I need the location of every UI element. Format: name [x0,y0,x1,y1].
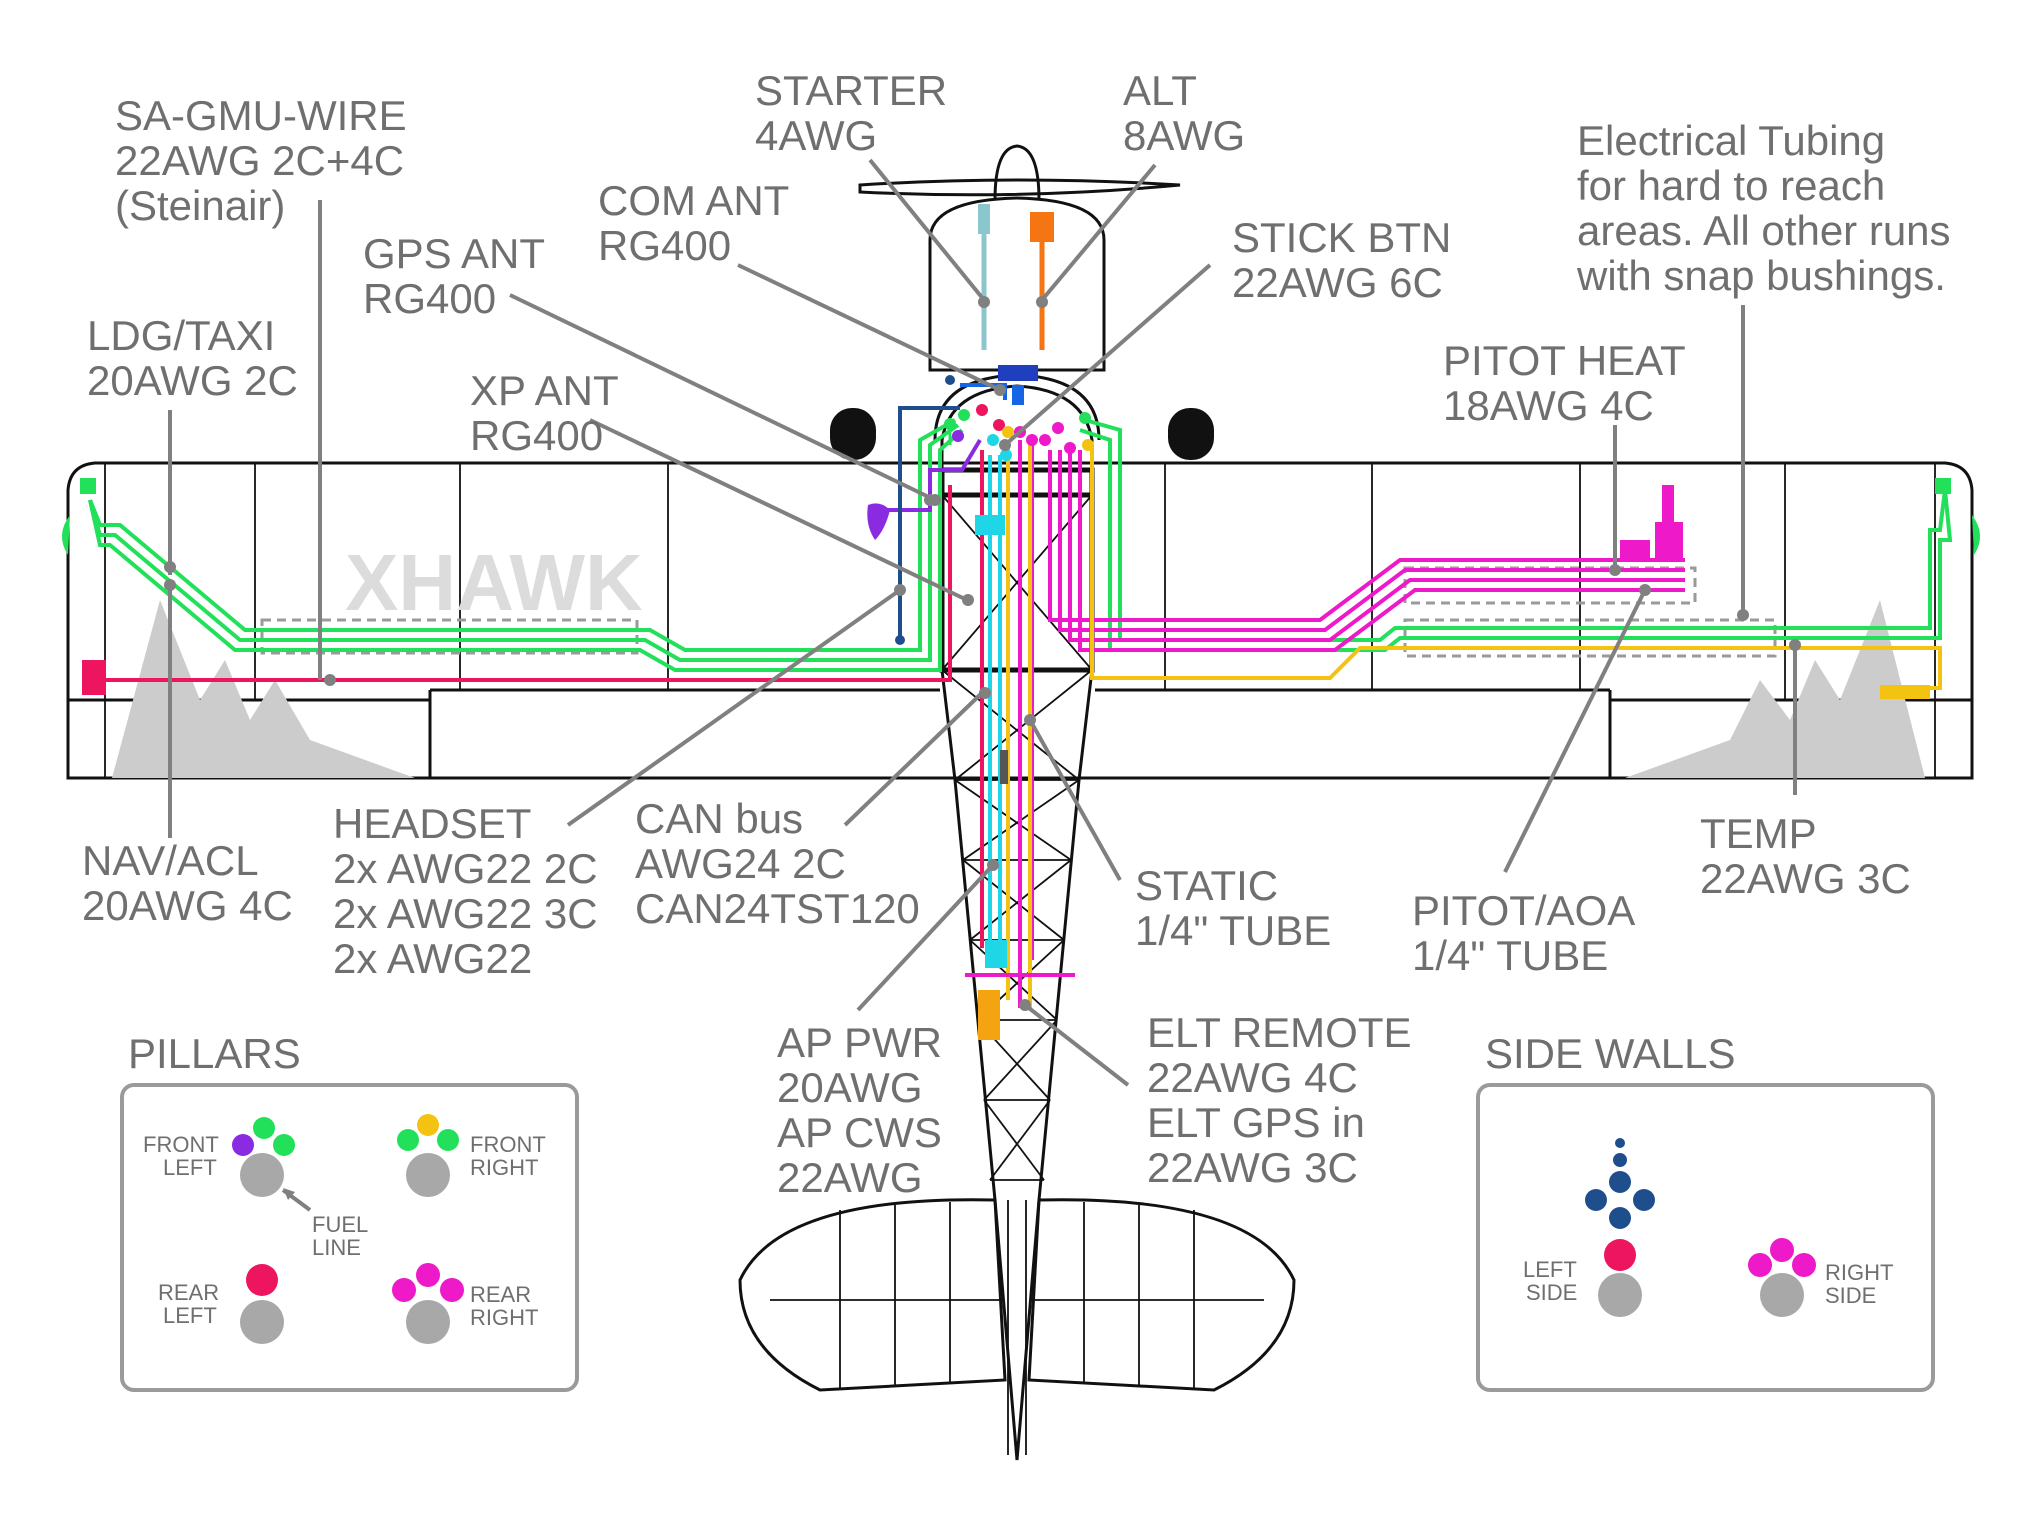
ldg-light [82,660,106,695]
front-right-2: RIGHT [470,1155,538,1180]
elt-label-2: 22AWG 4C [1147,1054,1358,1101]
ldg-taxi-label-2: 20AWG 2C [87,357,298,404]
right-side-2: SIDE [1825,1283,1876,1308]
tubing-label-4: with snap bushings. [1576,252,1946,299]
starter-box [978,204,990,234]
spinner [993,144,1041,201]
stabilizer-left [738,1198,1007,1392]
engine-cowling [928,196,1106,372]
ldg-taxi-label-1: LDG/TAXI [87,312,275,359]
leader-lines [168,158,1797,1212]
components [61,204,1981,1040]
nav-acl-label-2: 20AWG 4C [82,882,293,929]
left-side-1: LEFT [1523,1257,1577,1282]
fuel-line-icon [867,503,890,540]
gps-ant-label-2: RG400 [363,275,496,322]
rear-left-2: LEFT [163,1303,217,1328]
nav-light-left [80,478,96,494]
rear-left-1: REAR [158,1280,219,1305]
gps-ant-label-1: GPS ANT [363,230,545,277]
rear-right-1: REAR [470,1282,531,1307]
com-ant-label-2: RG400 [598,222,731,269]
elt-box [985,940,1007,968]
xp-ant-label-1: XP ANT [470,367,619,414]
temp-label-1: TEMP [1700,810,1817,857]
pitot-heat-label-1: PITOT HEAT [1443,337,1686,384]
can-bus-label-3: CAN24TST120 [635,885,920,932]
aircraft-outline [66,144,1974,1461]
pillars-title: PILLARS [128,1030,301,1077]
com-ant-label-1: COM ANT [598,177,789,224]
firewall-block [998,365,1038,381]
xhawk-watermark: XHAWK [345,538,643,627]
pitot-heat-label-2: 18AWG 4C [1443,382,1654,429]
can-bus-label-2: AWG24 2C [635,840,846,887]
alt-label-2: 8AWG [1123,112,1245,159]
temp-label-2: 22AWG 3C [1700,855,1911,902]
pitot-box [1655,522,1683,560]
stabilizer-right [1027,1198,1296,1392]
sa-gmu-label-1: SA-GMU-WIRE [115,92,407,139]
headset-label-4: 2x AWG22 [333,935,532,982]
elt-unit [978,990,1000,1040]
static-label-1: STATIC [1135,862,1278,909]
xp-ant-label-2: RG400 [470,412,603,459]
temp-probe [1880,685,1930,699]
left-side-2: SIDE [1526,1280,1577,1305]
leader-dots [164,296,1801,1011]
tubing-label-2: for hard to reach [1577,162,1885,209]
sa-gmu-label-3: (Steinair) [115,182,285,229]
side-walls-legend: SIDE WALLS LEFT SIDE RIGHT SIDE [1476,1030,1935,1392]
ap-label-1: AP PWR [777,1019,942,1066]
right-side-1: RIGHT [1825,1260,1893,1285]
fuel-line-2: LINE [312,1235,361,1260]
rear-right-2: RIGHT [470,1305,538,1330]
headset-label-1: HEADSET [333,800,531,847]
front-left-1: FRONT [143,1132,219,1157]
static-label-2: 1/4" TUBE [1135,907,1331,954]
nav-light-right [1935,478,1951,494]
side-walls-title: SIDE WALLS [1485,1030,1736,1077]
pitot-aoa-label-2: 1/4" TUBE [1412,932,1608,979]
starter-label-1: STARTER [755,67,947,114]
nav-acl-label-1: NAV/ACL [82,837,259,884]
alt-label-1: ALT [1123,67,1197,114]
panel-connector [975,515,1005,535]
headset-label-3: 2x AWG22 3C [333,890,598,937]
starter-label-2: 4AWG [755,112,877,159]
ap-label-4: 22AWG [777,1154,922,1201]
propeller [858,178,1181,197]
stick-btn-label-2: 22AWG 6C [1232,259,1443,306]
alternator-box [1030,212,1054,242]
pitot-aoa-label-1: PITOT/AOA [1412,887,1635,934]
stick-btn-label-1: STICK BTN [1232,214,1451,261]
labels: SA-GMU-WIRE 22AWG 2C+4C (Steinair) START… [82,67,1951,1201]
elt-label-3: ELT GPS in [1147,1099,1365,1146]
elt-label-1: ELT REMOTE [1147,1009,1412,1056]
sa-gmu-label-2: 22AWG 2C+4C [115,137,404,184]
ap-label-3: AP CWS [777,1109,942,1156]
headset-label-2: 2x AWG22 2C [333,845,598,892]
ap-label-2: 20AWG [777,1064,922,1111]
can-terminator [1000,750,1008,784]
wing [66,461,1974,780]
front-left-2: LEFT [163,1155,217,1180]
left-tire [830,408,876,460]
tubing-label-1: Electrical Tubing [1577,117,1885,164]
elt-label-4: 22AWG 3C [1147,1144,1358,1191]
tubing-label-3: areas. All other runs [1577,207,1951,254]
pitot-heat-box [1620,540,1650,558]
can-bus-label-1: CAN bus [635,795,803,842]
fuel-line-1: FUEL [312,1212,368,1237]
pillars-legend: PILLARS FRONT LEFT FRONT RIGHT FUEL LINE… [120,1030,579,1392]
right-tire [1168,408,1214,460]
front-right-1: FRONT [470,1132,546,1157]
wire-runs [88,383,1953,1010]
